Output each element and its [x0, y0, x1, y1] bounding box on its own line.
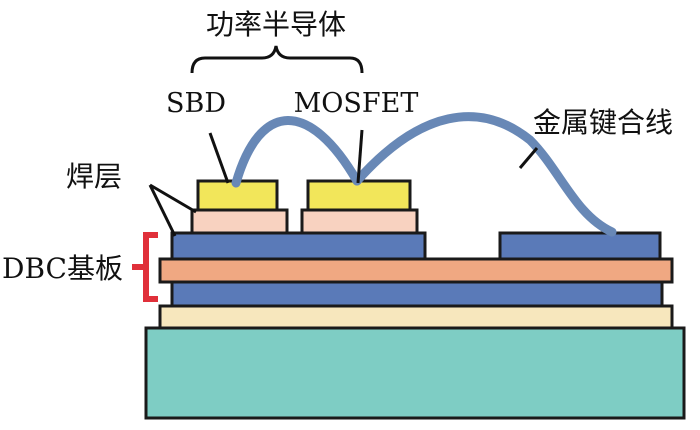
dbc-substrate-label: DBC基板: [2, 252, 123, 285]
solder-leader-line-2: [148, 184, 177, 237]
solder-leader-line-1: [149, 183, 197, 214]
solder-layer-mosfet: [300, 208, 419, 235]
dbc-top-copper-left: [170, 231, 427, 261]
dbc-top-copper-right: [498, 231, 662, 261]
mosfet-label: MOSFET: [294, 88, 419, 119]
dbc-bracket: [143, 232, 158, 302]
solder-layer-sbd: [190, 208, 289, 235]
bond-wire-mosfet-to-copper: [352, 112, 617, 237]
power-semiconductor-brace: [190, 45, 364, 74]
dbc-bottom-copper: [170, 280, 664, 308]
sbd-leader-line: [208, 132, 230, 184]
bond-wire-leader-line: [518, 147, 539, 169]
mosfet-leader-line: [356, 129, 364, 184]
dbc-bottom-cream-layer: [158, 304, 674, 330]
bond-wire-label: 金属键合线: [533, 106, 673, 139]
base-plate: [144, 326, 686, 420]
power-semiconductor-label: 功率半导体: [206, 8, 346, 41]
mosfet-chip: [306, 179, 412, 212]
dbc-ceramic-layer: [158, 257, 674, 284]
solder-layer-label: 焊层: [66, 160, 122, 193]
sbd-label: SBD: [166, 88, 226, 119]
bond-wire-sbd-to-mosfet: [231, 116, 362, 188]
